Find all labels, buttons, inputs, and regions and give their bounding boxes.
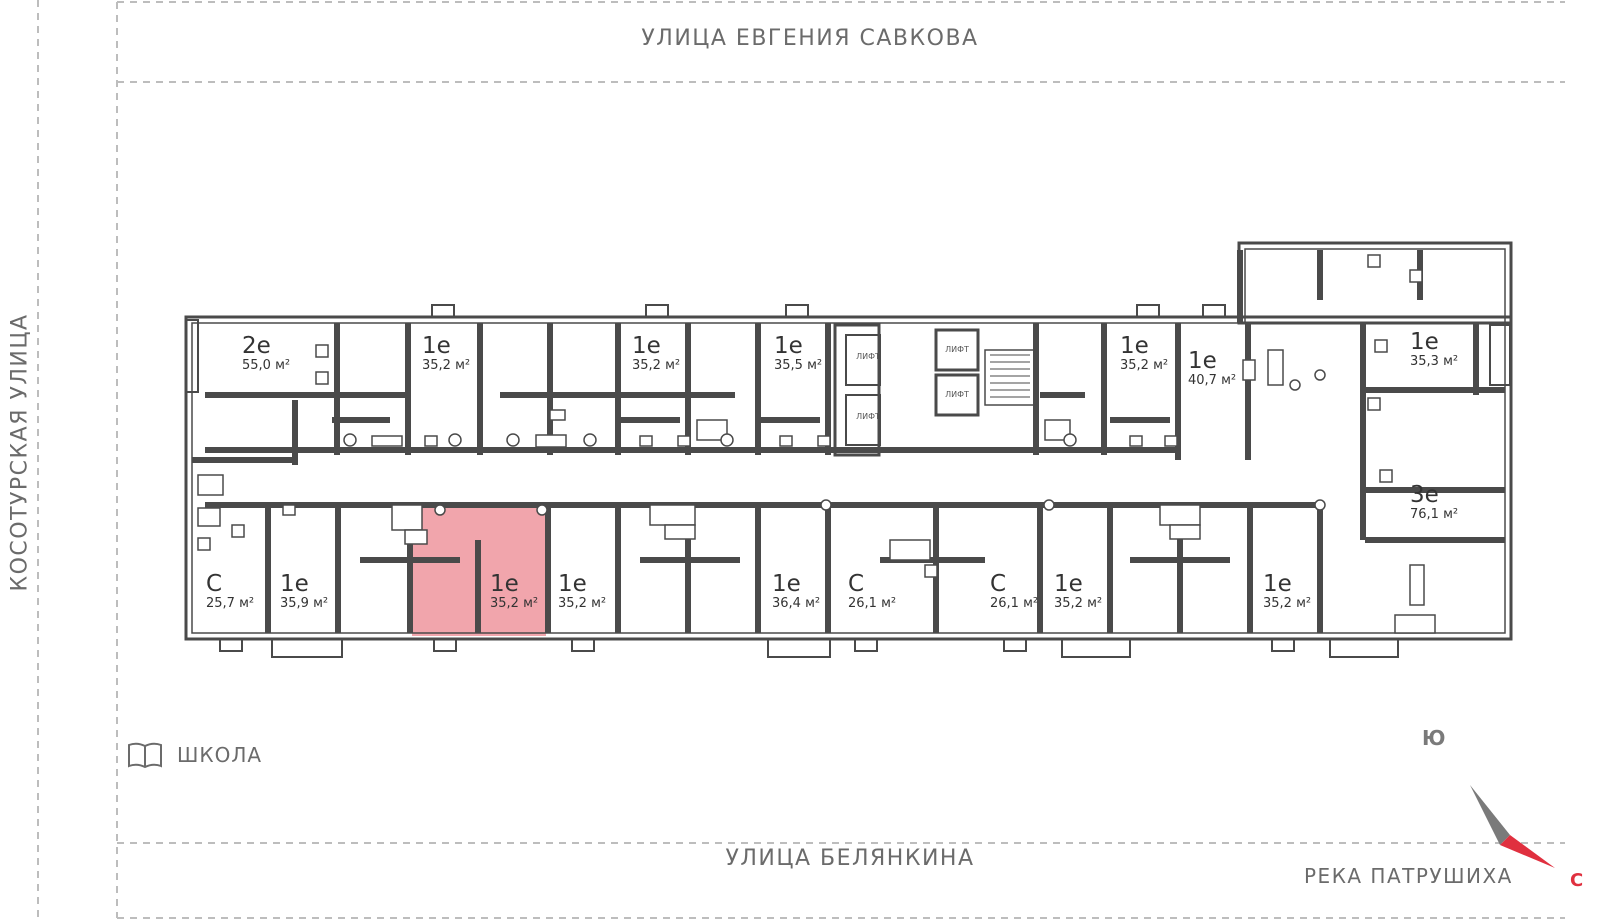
apartment-type: С: [848, 571, 865, 597]
apartment-type: 1е: [774, 333, 803, 359]
elevator-core: [833, 323, 1036, 457]
apartment-type: 1е: [280, 571, 309, 597]
apartment[interactable]: С 26,1 м²: [848, 572, 896, 612]
apartment[interactable]: 1е 35,3 м²: [1410, 330, 1458, 370]
apartment-area: 36,4 м²: [772, 596, 821, 611]
apartment-type: 2е: [242, 333, 271, 359]
apartment[interactable]: 1е 35,5 м²: [774, 334, 822, 374]
apartment-type: 1е: [1410, 329, 1439, 355]
apartment-area: 35,2 м²: [632, 358, 681, 373]
apartment[interactable]: 1е 35,2 м²: [558, 572, 606, 612]
apartment-area: 35,3 м²: [1410, 354, 1459, 369]
school-label: ШКОЛА: [177, 743, 263, 767]
apartment-area: 76,1 м²: [1410, 507, 1459, 522]
apartment-area: 35,2 м²: [558, 596, 607, 611]
lift-label: ЛИФТ: [856, 352, 880, 361]
apartment[interactable]: 1е 35,9 м²: [280, 572, 328, 612]
school-landmark: ШКОЛА: [127, 741, 262, 769]
apartment[interactable]: 1е 35,2 м²: [422, 334, 470, 374]
river-label: РЕКА ПАТРУШИХА: [1304, 864, 1513, 888]
apartment-type: 1е: [422, 333, 451, 359]
apartment-selected[interactable]: 1е 35,2 м²: [490, 572, 538, 612]
apartment[interactable]: С 25,7 м²: [206, 572, 254, 612]
apartment-area: 35,5 м²: [774, 358, 823, 373]
compass-north-label: С: [1570, 870, 1584, 891]
apartment-type: 1е: [490, 571, 519, 597]
apartment[interactable]: С 26,1 м²: [990, 572, 1038, 612]
lift-label: ЛИФТ: [945, 390, 969, 399]
fixtures: [197, 254, 1436, 634]
apartment-area: 35,2 м²: [490, 596, 539, 611]
building-walls: [184, 241, 1513, 658]
apartment-area: 25,7 м²: [206, 596, 255, 611]
apartment-type: 1е: [632, 333, 661, 359]
street-label-left: КОСОТУРСКАЯ УЛИЦА: [7, 313, 33, 592]
interior-walls: [192, 250, 1505, 633]
street-label-bottom: УЛИЦА БЕЛЯНКИНА: [725, 846, 975, 871]
apartment-type: 1е: [558, 571, 587, 597]
apartment[interactable]: 1е 35,2 м²: [1120, 334, 1168, 374]
lift-label: ЛИФТ: [856, 412, 880, 421]
apartment-area: 35,9 м²: [280, 596, 329, 611]
apartment-type: 1е: [772, 571, 801, 597]
site-boundary: [37, 0, 1565, 919]
apartment[interactable]: 1е 35,2 м²: [1054, 572, 1102, 612]
street-label-top: УЛИЦА ЕВГЕНИЯ САВКОВА: [641, 26, 979, 51]
apartment-type: 3е: [1410, 482, 1439, 508]
apartment-type: 1е: [1263, 571, 1292, 597]
apartment[interactable]: 1е 40,7 м²: [1188, 349, 1236, 389]
apartment-area: 35,2 м²: [422, 358, 471, 373]
apartment-area: 26,1 м²: [990, 596, 1039, 611]
apartment-area: 26,1 м²: [848, 596, 897, 611]
apartment[interactable]: 1е 36,4 м²: [772, 572, 820, 612]
apartment-area: 35,2 м²: [1054, 596, 1103, 611]
apartment[interactable]: 1е 35,2 м²: [632, 334, 680, 374]
compass-needle: [1470, 785, 1555, 868]
apartment-area: 35,2 м²: [1120, 358, 1169, 373]
apartment-type: 1е: [1120, 333, 1149, 359]
apartment-area: 35,2 м²: [1263, 596, 1312, 611]
apartment[interactable]: 3е 76,1 м²: [1410, 483, 1458, 523]
apartment-type: С: [990, 571, 1007, 597]
apartment-type: 1е: [1054, 571, 1083, 597]
apartment-area: 40,7 м²: [1188, 373, 1237, 388]
apartment-type: С: [206, 571, 223, 597]
book-icon: [128, 742, 162, 769]
apartment[interactable]: 1е 35,2 м²: [1263, 572, 1311, 612]
compass-south-label: Ю: [1422, 726, 1446, 750]
apartment-type: 1е: [1188, 348, 1217, 374]
apartment[interactable]: 2е 55,0 м²: [242, 334, 290, 374]
lift-label: ЛИФТ: [945, 345, 969, 354]
apartment-area: 55,0 м²: [242, 358, 291, 373]
